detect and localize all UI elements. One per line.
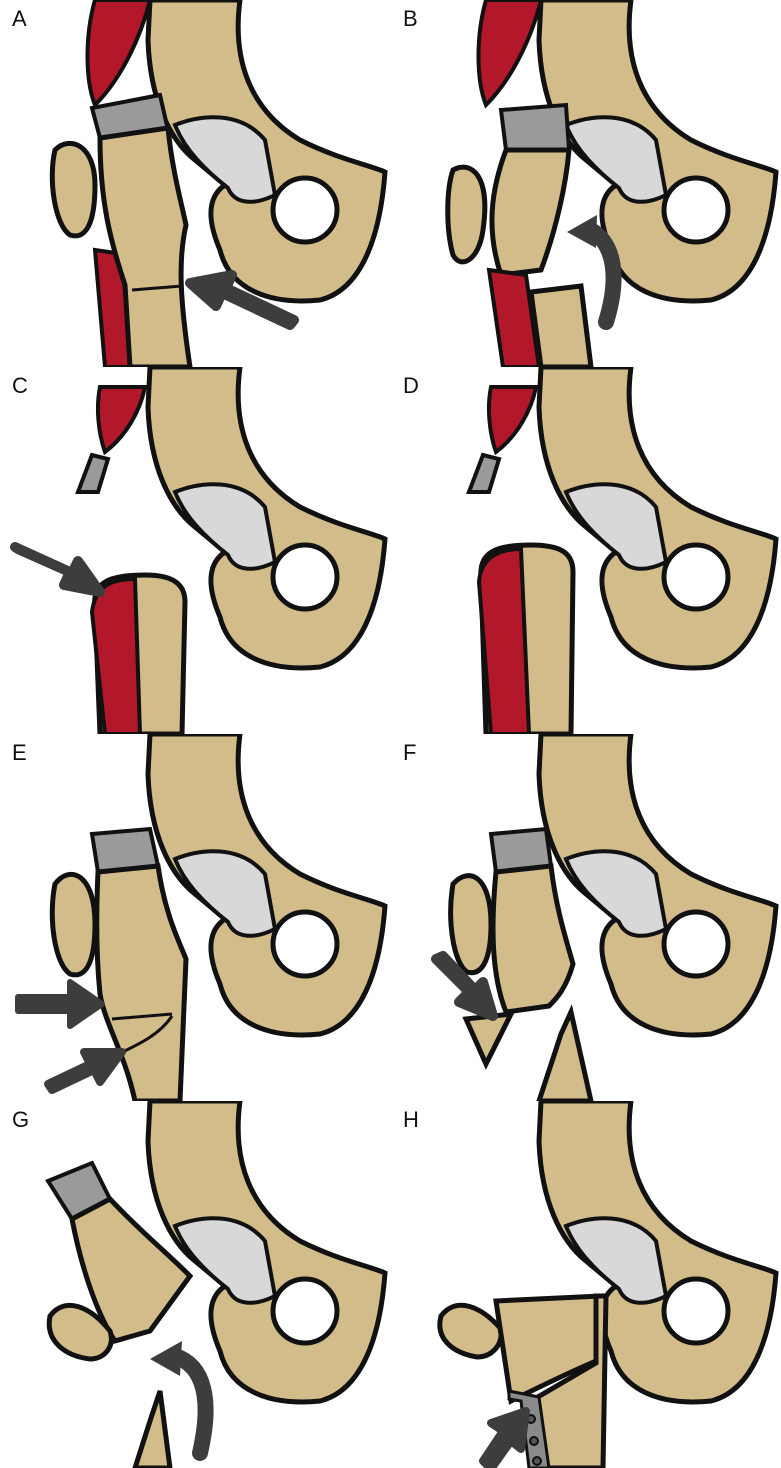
panel-label-a: A	[12, 6, 27, 32]
rectus-muscle	[98, 387, 145, 452]
obturator-foramen	[664, 178, 728, 242]
side-bone	[451, 876, 491, 973]
panel-a: A	[0, 0, 390, 367]
side-bone	[448, 167, 485, 262]
straight-arrow	[483, 1411, 526, 1468]
panel-h: H	[391, 1101, 781, 1468]
panel-b: B	[391, 0, 781, 367]
panel-label-c: C	[12, 373, 28, 399]
obturator-foramen	[664, 1279, 728, 1343]
panel-h-illustration	[391, 1101, 781, 1468]
avulsed-cartilage	[78, 455, 108, 492]
panel-e: E	[0, 734, 390, 1101]
panel-c-illustration	[0, 367, 390, 734]
obturator-foramen	[664, 545, 728, 609]
avulsed-cartilage	[469, 455, 499, 492]
panel-d-illustration	[391, 367, 781, 734]
curved-arrowhead	[150, 1341, 182, 1376]
obturator-foramen	[273, 178, 337, 242]
obturator-foramen	[664, 912, 728, 976]
panel-label-f: F	[403, 740, 416, 766]
panel-g: G	[0, 1101, 390, 1468]
panel-g-illustration	[0, 1101, 390, 1468]
straight-arrow-upper	[18, 982, 102, 1026]
side-bone	[52, 143, 95, 236]
rectus-muscle	[88, 0, 151, 105]
distal-shaft	[539, 1012, 591, 1101]
lower-muscle	[489, 270, 539, 367]
obturator-foramen	[273, 1279, 337, 1343]
panel-label-d: D	[403, 373, 419, 399]
panel-label-g: G	[12, 1107, 29, 1133]
panel-e-illustration	[0, 734, 390, 1101]
straight-arrow-lower	[48, 1052, 122, 1090]
side-bone	[52, 874, 95, 975]
panel-b-illustration	[391, 0, 781, 367]
panel-label-b: B	[403, 6, 418, 32]
rectus-muscle	[479, 0, 542, 105]
bone-shaft	[493, 866, 573, 1012]
panel-c: C	[0, 367, 390, 734]
plate-screw	[533, 1457, 541, 1465]
panel-label-h: H	[403, 1107, 419, 1133]
curved-arrowhead	[567, 215, 597, 248]
plate-screw	[530, 1437, 538, 1445]
bone-shaft	[531, 286, 591, 367]
straight-arrow	[15, 547, 100, 592]
panel-f: F	[391, 734, 781, 1101]
displaced-fragment	[492, 150, 569, 275]
panel-f-illustration	[391, 734, 781, 1101]
panel-d: D	[391, 367, 781, 734]
physis-cap	[501, 105, 569, 150]
obturator-foramen	[273, 912, 337, 976]
distal-shaft	[135, 1391, 170, 1468]
panel-label-e: E	[12, 740, 27, 766]
rectus-muscle	[489, 387, 536, 452]
obturator-foramen	[273, 545, 337, 609]
panel-a-illustration	[0, 0, 390, 367]
bone-fragment	[466, 1014, 511, 1064]
side-bone	[440, 1305, 501, 1357]
